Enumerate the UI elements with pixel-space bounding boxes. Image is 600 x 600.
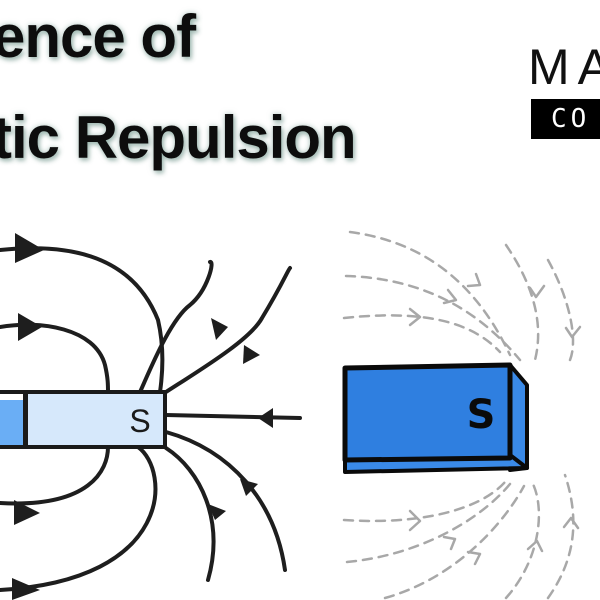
dashed-arrowhead bbox=[408, 307, 422, 327]
arrowhead bbox=[258, 408, 273, 428]
right-magnet-pole-label: S bbox=[467, 392, 496, 438]
right-magnet-side-face bbox=[508, 363, 529, 472]
dashed-line bbox=[546, 473, 575, 600]
left-magnet-body bbox=[23, 390, 167, 449]
dashed-line bbox=[344, 274, 522, 362]
solid-arrowheads bbox=[12, 233, 273, 600]
dashed-arrowhead bbox=[408, 509, 422, 532]
dashed-arrowhead bbox=[528, 284, 546, 299]
field-line bbox=[164, 413, 302, 420]
field-line bbox=[0, 246, 165, 394]
dashed-line bbox=[345, 482, 512, 564]
dashed-arrowheads bbox=[408, 272, 582, 566]
arrowhead bbox=[243, 345, 260, 364]
dashed-line bbox=[342, 314, 502, 354]
field-line bbox=[138, 259, 214, 394]
arrowhead bbox=[211, 318, 228, 340]
arrowhead bbox=[14, 500, 40, 525]
arrowhead bbox=[240, 479, 258, 496]
arrowhead bbox=[12, 578, 40, 600]
field-line bbox=[164, 446, 216, 582]
left-magnet-pole-label: S bbox=[129, 403, 150, 439]
logo-subtitle-bar bbox=[531, 99, 600, 139]
dashed-arrowhead bbox=[442, 535, 457, 551]
logo-subtitle: CO bbox=[551, 104, 591, 134]
arrowhead bbox=[18, 313, 42, 341]
left-magnet-dark-section bbox=[0, 400, 24, 448]
dashed-line bbox=[546, 258, 575, 362]
dashed-arrowhead bbox=[526, 539, 544, 553]
dashed-line bbox=[342, 480, 507, 523]
dashed-arrowhead bbox=[466, 272, 482, 288]
dashed-arrowhead bbox=[466, 550, 482, 566]
logo-wordmark: MA bbox=[528, 39, 600, 95]
dashed-arrowhead bbox=[442, 288, 458, 305]
field-line bbox=[0, 445, 158, 592]
dashed-arrowhead bbox=[564, 325, 582, 339]
title-line-2: tic Repulsion bbox=[0, 104, 357, 171]
dashed-field-lines bbox=[342, 230, 575, 600]
field-line bbox=[164, 266, 292, 394]
dashed-arrowhead bbox=[562, 516, 580, 530]
arrowhead bbox=[15, 233, 44, 263]
left-magnet: S bbox=[0, 390, 167, 449]
field-line bbox=[0, 445, 110, 506]
dashed-line bbox=[504, 243, 540, 362]
dashed-line bbox=[348, 230, 512, 357]
title-line-1: ence of bbox=[0, 3, 196, 70]
field-line bbox=[0, 322, 110, 394]
field-line bbox=[164, 430, 287, 572]
dashed-line bbox=[504, 482, 541, 600]
solid-field-lines bbox=[0, 246, 302, 592]
arrowhead bbox=[208, 504, 226, 520]
right-magnet: S bbox=[342, 362, 529, 474]
right-magnet-front-face bbox=[342, 362, 513, 463]
left-magnet-frame bbox=[0, 390, 28, 449]
